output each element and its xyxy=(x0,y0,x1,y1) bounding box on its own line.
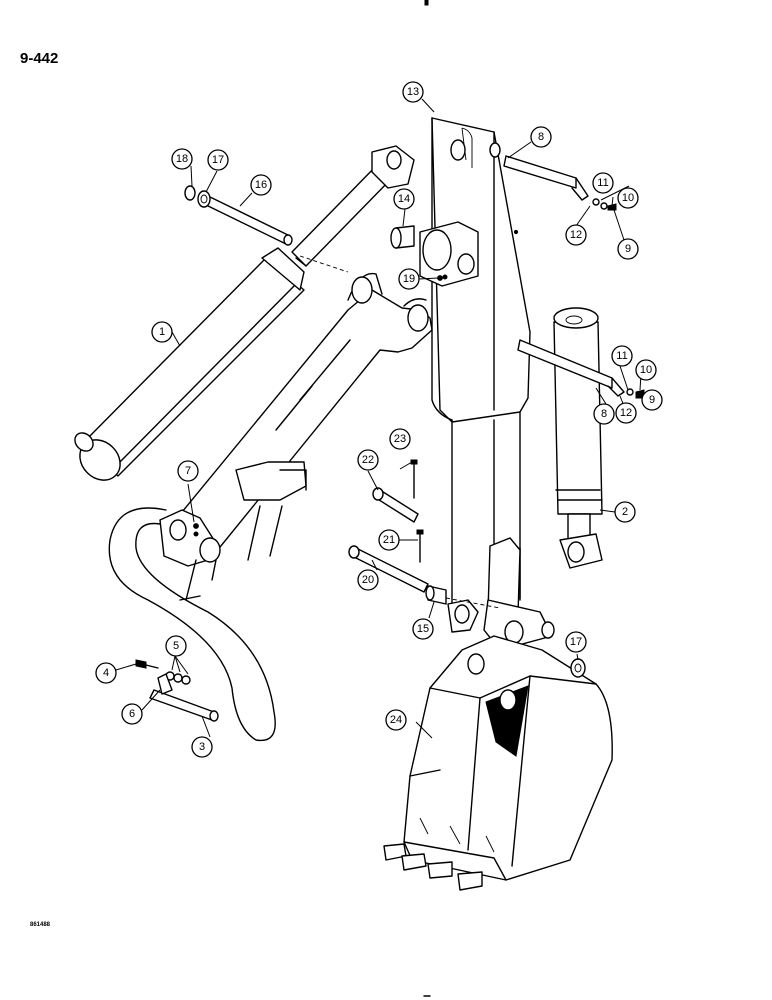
callout-23: 23 xyxy=(389,428,411,450)
svg-text:20: 20 xyxy=(362,574,374,586)
pin-8-lower xyxy=(517,339,645,399)
page-number: 9-442 xyxy=(20,50,59,67)
leader-lines xyxy=(115,98,648,739)
sleeve-14 xyxy=(390,225,415,249)
svg-text:5: 5 xyxy=(173,640,179,652)
pin-20 xyxy=(348,545,429,593)
callout-21: 21 xyxy=(378,529,400,551)
svg-text:8: 8 xyxy=(538,131,544,143)
svg-text:16: 16 xyxy=(255,179,267,191)
svg-text:6: 6 xyxy=(129,708,135,720)
bucket xyxy=(383,635,613,891)
page-edge-mark-top xyxy=(424,0,429,6)
pin-23 xyxy=(410,459,418,499)
plate-6 xyxy=(157,673,173,695)
bucket-cylinder xyxy=(553,307,603,569)
callout-7: 7 xyxy=(177,460,199,482)
svg-text:17: 17 xyxy=(212,154,224,166)
callout-17-lower: 17 xyxy=(565,631,587,653)
pin-3 xyxy=(149,689,219,722)
svg-text:12: 12 xyxy=(570,229,582,241)
svg-text:24: 24 xyxy=(390,714,402,726)
callout-22: 22 xyxy=(357,449,379,471)
grease-fitting-7 xyxy=(193,523,199,529)
callout-20: 20 xyxy=(357,569,379,591)
callout-3: 3 xyxy=(191,736,213,758)
svg-text:10: 10 xyxy=(640,364,652,376)
callout-10-top: 10 xyxy=(617,187,639,209)
callout-9-lower: 9 xyxy=(641,389,663,411)
callout-2: 2 xyxy=(614,501,636,523)
drawing-code: 861488 xyxy=(30,922,51,928)
boom-cylinder xyxy=(74,145,415,481)
svg-text:2: 2 xyxy=(622,506,628,518)
callout-15: 15 xyxy=(412,618,434,640)
boom xyxy=(159,272,433,601)
callout-17-top: 17 xyxy=(207,149,229,171)
svg-text:11: 11 xyxy=(597,177,608,189)
svg-text:11: 11 xyxy=(616,350,627,362)
pin-21 xyxy=(416,529,424,563)
svg-text:3: 3 xyxy=(199,741,205,753)
svg-text:18: 18 xyxy=(176,153,188,165)
washers-5 xyxy=(165,671,191,685)
svg-text:12: 12 xyxy=(620,407,632,419)
ring-18 xyxy=(184,185,196,201)
callout-19: 19 xyxy=(398,268,420,290)
grease-fitting-19 xyxy=(437,275,443,281)
callout-18: 18 xyxy=(171,148,193,170)
svg-text:14: 14 xyxy=(398,193,410,205)
svg-text:10: 10 xyxy=(622,192,634,204)
callout-11-lower: 11 xyxy=(611,345,633,367)
callout-14: 14 xyxy=(393,188,415,210)
callout-8-top: 8 xyxy=(530,126,552,148)
callout-6: 6 xyxy=(121,703,143,725)
dipper-stick xyxy=(419,117,531,613)
callout-9-top: 9 xyxy=(617,238,639,260)
svg-text:8: 8 xyxy=(601,408,607,420)
callout-12-lower: 12 xyxy=(615,402,637,424)
pin-8-top xyxy=(503,155,617,211)
callout-5: 5 xyxy=(165,635,187,657)
callout-11-top: 11 xyxy=(592,172,614,194)
svg-text:9: 9 xyxy=(625,243,631,255)
pin-22 xyxy=(372,487,419,523)
callout-4: 4 xyxy=(95,662,117,684)
bolt-4 xyxy=(135,659,159,669)
svg-text:17: 17 xyxy=(570,636,582,648)
svg-text:13: 13 xyxy=(407,86,419,98)
bucket-linkage xyxy=(445,537,555,651)
svg-text:19: 19 xyxy=(403,273,415,285)
svg-text:4: 4 xyxy=(103,667,109,679)
washer-17-top xyxy=(197,190,211,208)
callout-24: 24 xyxy=(385,709,407,731)
svg-text:9: 9 xyxy=(649,394,655,406)
svg-text:1: 1 xyxy=(159,326,165,338)
hydraulic-hose xyxy=(108,507,276,742)
washer-17-lower xyxy=(570,658,586,678)
callout-12-top: 12 xyxy=(565,224,587,246)
svg-text:7: 7 xyxy=(185,465,191,477)
callout-16: 16 xyxy=(250,174,272,196)
callout-8-lower: 8 xyxy=(593,403,615,425)
svg-text:15: 15 xyxy=(417,623,429,635)
svg-text:23: 23 xyxy=(394,433,406,445)
callout-13: 13 xyxy=(402,81,424,103)
pin-16 xyxy=(203,195,293,246)
sleeve-15 xyxy=(425,585,447,605)
callout-1: 1 xyxy=(151,321,173,343)
callout-10-lower: 10 xyxy=(635,359,657,381)
svg-text:22: 22 xyxy=(362,454,374,466)
svg-text:21: 21 xyxy=(383,534,395,546)
